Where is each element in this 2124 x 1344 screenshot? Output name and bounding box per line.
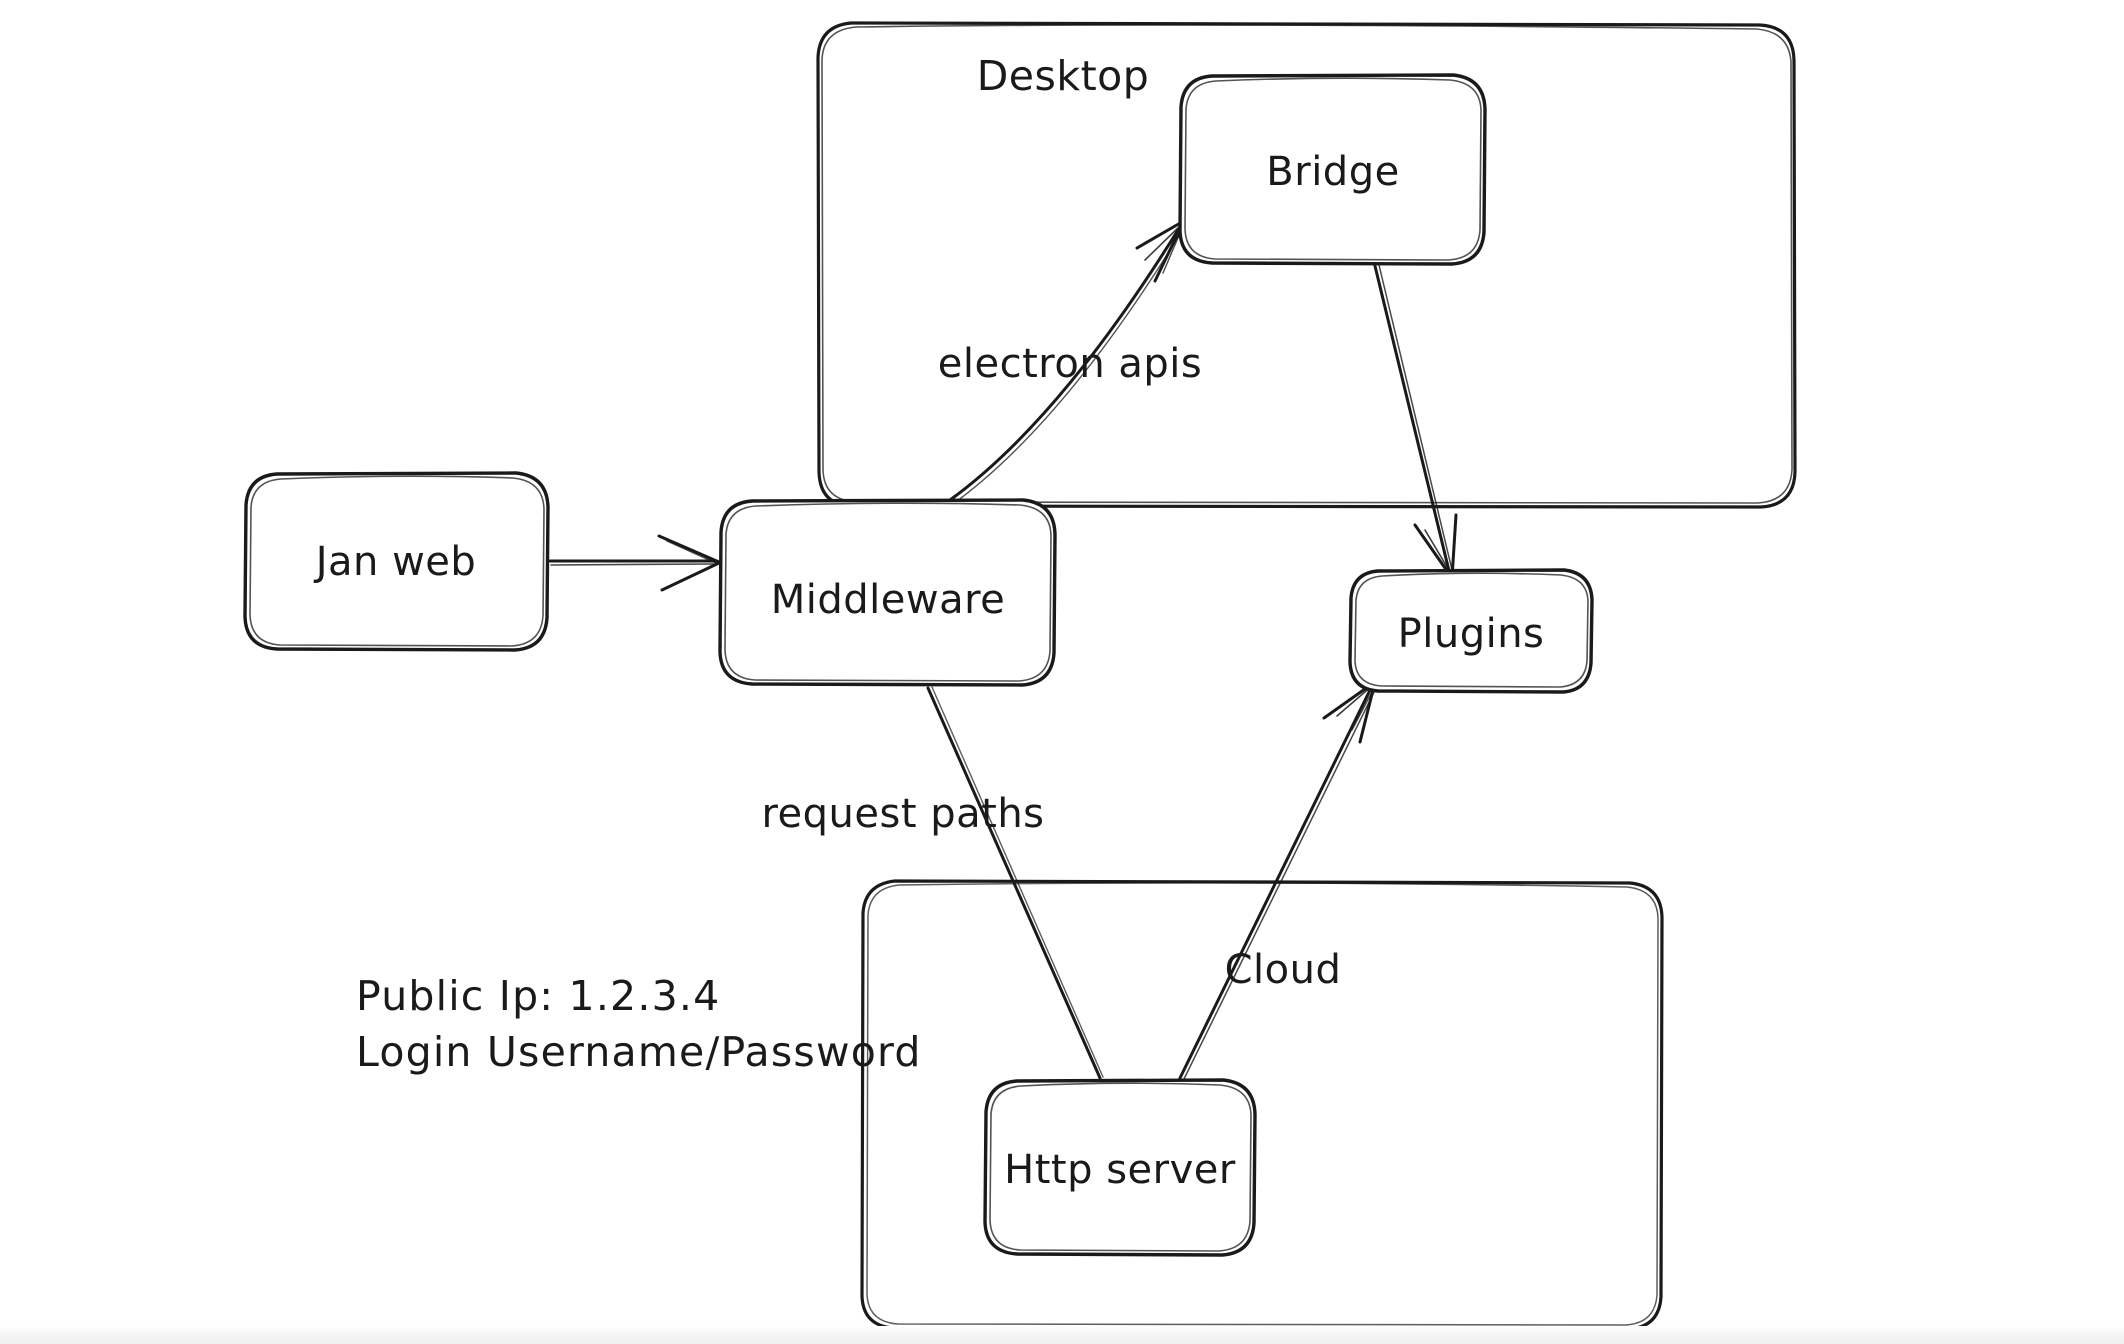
node-label-middleware: Middleware [770, 577, 1006, 623]
node-plugins-outline-secondary [1354, 572, 1589, 688]
group-cloud-outline-secondary [866, 882, 1659, 1326]
node-http-server[interactable] [983, 1078, 1257, 1257]
node-bridge-outline-secondary [1184, 77, 1482, 261]
edge-label-cloud: Cloud [1224, 947, 1342, 993]
node-plugins-outline [1348, 568, 1594, 694]
node-middleware-outline [718, 498, 1057, 687]
edge-http-server-to-plugins [1178, 682, 1376, 1080]
node-middleware[interactable] [718, 498, 1057, 687]
node-label-http-server: Http server [1004, 1147, 1236, 1193]
node-jan-web-outline [243, 471, 550, 652]
group-desktop-outline-secondary [821, 24, 1793, 504]
node-label-jan-web: Jan web [315, 539, 477, 585]
group-label-desktop: Desktop [976, 52, 1150, 100]
node-http-server-outline [983, 1078, 1257, 1257]
node-label-bridge: Bridge [1266, 149, 1400, 195]
bottom-edge-strip [0, 1326, 2124, 1344]
node-bridge[interactable] [1178, 73, 1487, 266]
node-middleware-outline-secondary [724, 502, 1052, 682]
note-login-credentials: Login Username/Password [356, 1028, 922, 1076]
edge-jan-web-to-middleware [548, 534, 721, 592]
edge-middleware-to-bridge [948, 220, 1185, 505]
edge-middleware-to-http-server [926, 686, 1104, 1080]
group-desktop-outline [816, 21, 1797, 509]
node-label-plugins: Plugins [1397, 611, 1545, 657]
edge-label-electron-apis: electron apis [937, 341, 1203, 387]
edge-bridge-to-plugins [1373, 264, 1458, 580]
node-http-server-outline-secondary [989, 1082, 1252, 1252]
edge-label-request-paths: request paths [761, 791, 1045, 837]
node-jan-web[interactable] [243, 471, 550, 652]
node-jan-web-outline-secondary [249, 475, 545, 647]
group-desktop [816, 21, 1797, 509]
node-bridge-outline [1178, 73, 1487, 266]
node-plugins[interactable] [1348, 568, 1594, 694]
note-public-ip: Public Ip: 1.2.3.4 [356, 972, 721, 1020]
